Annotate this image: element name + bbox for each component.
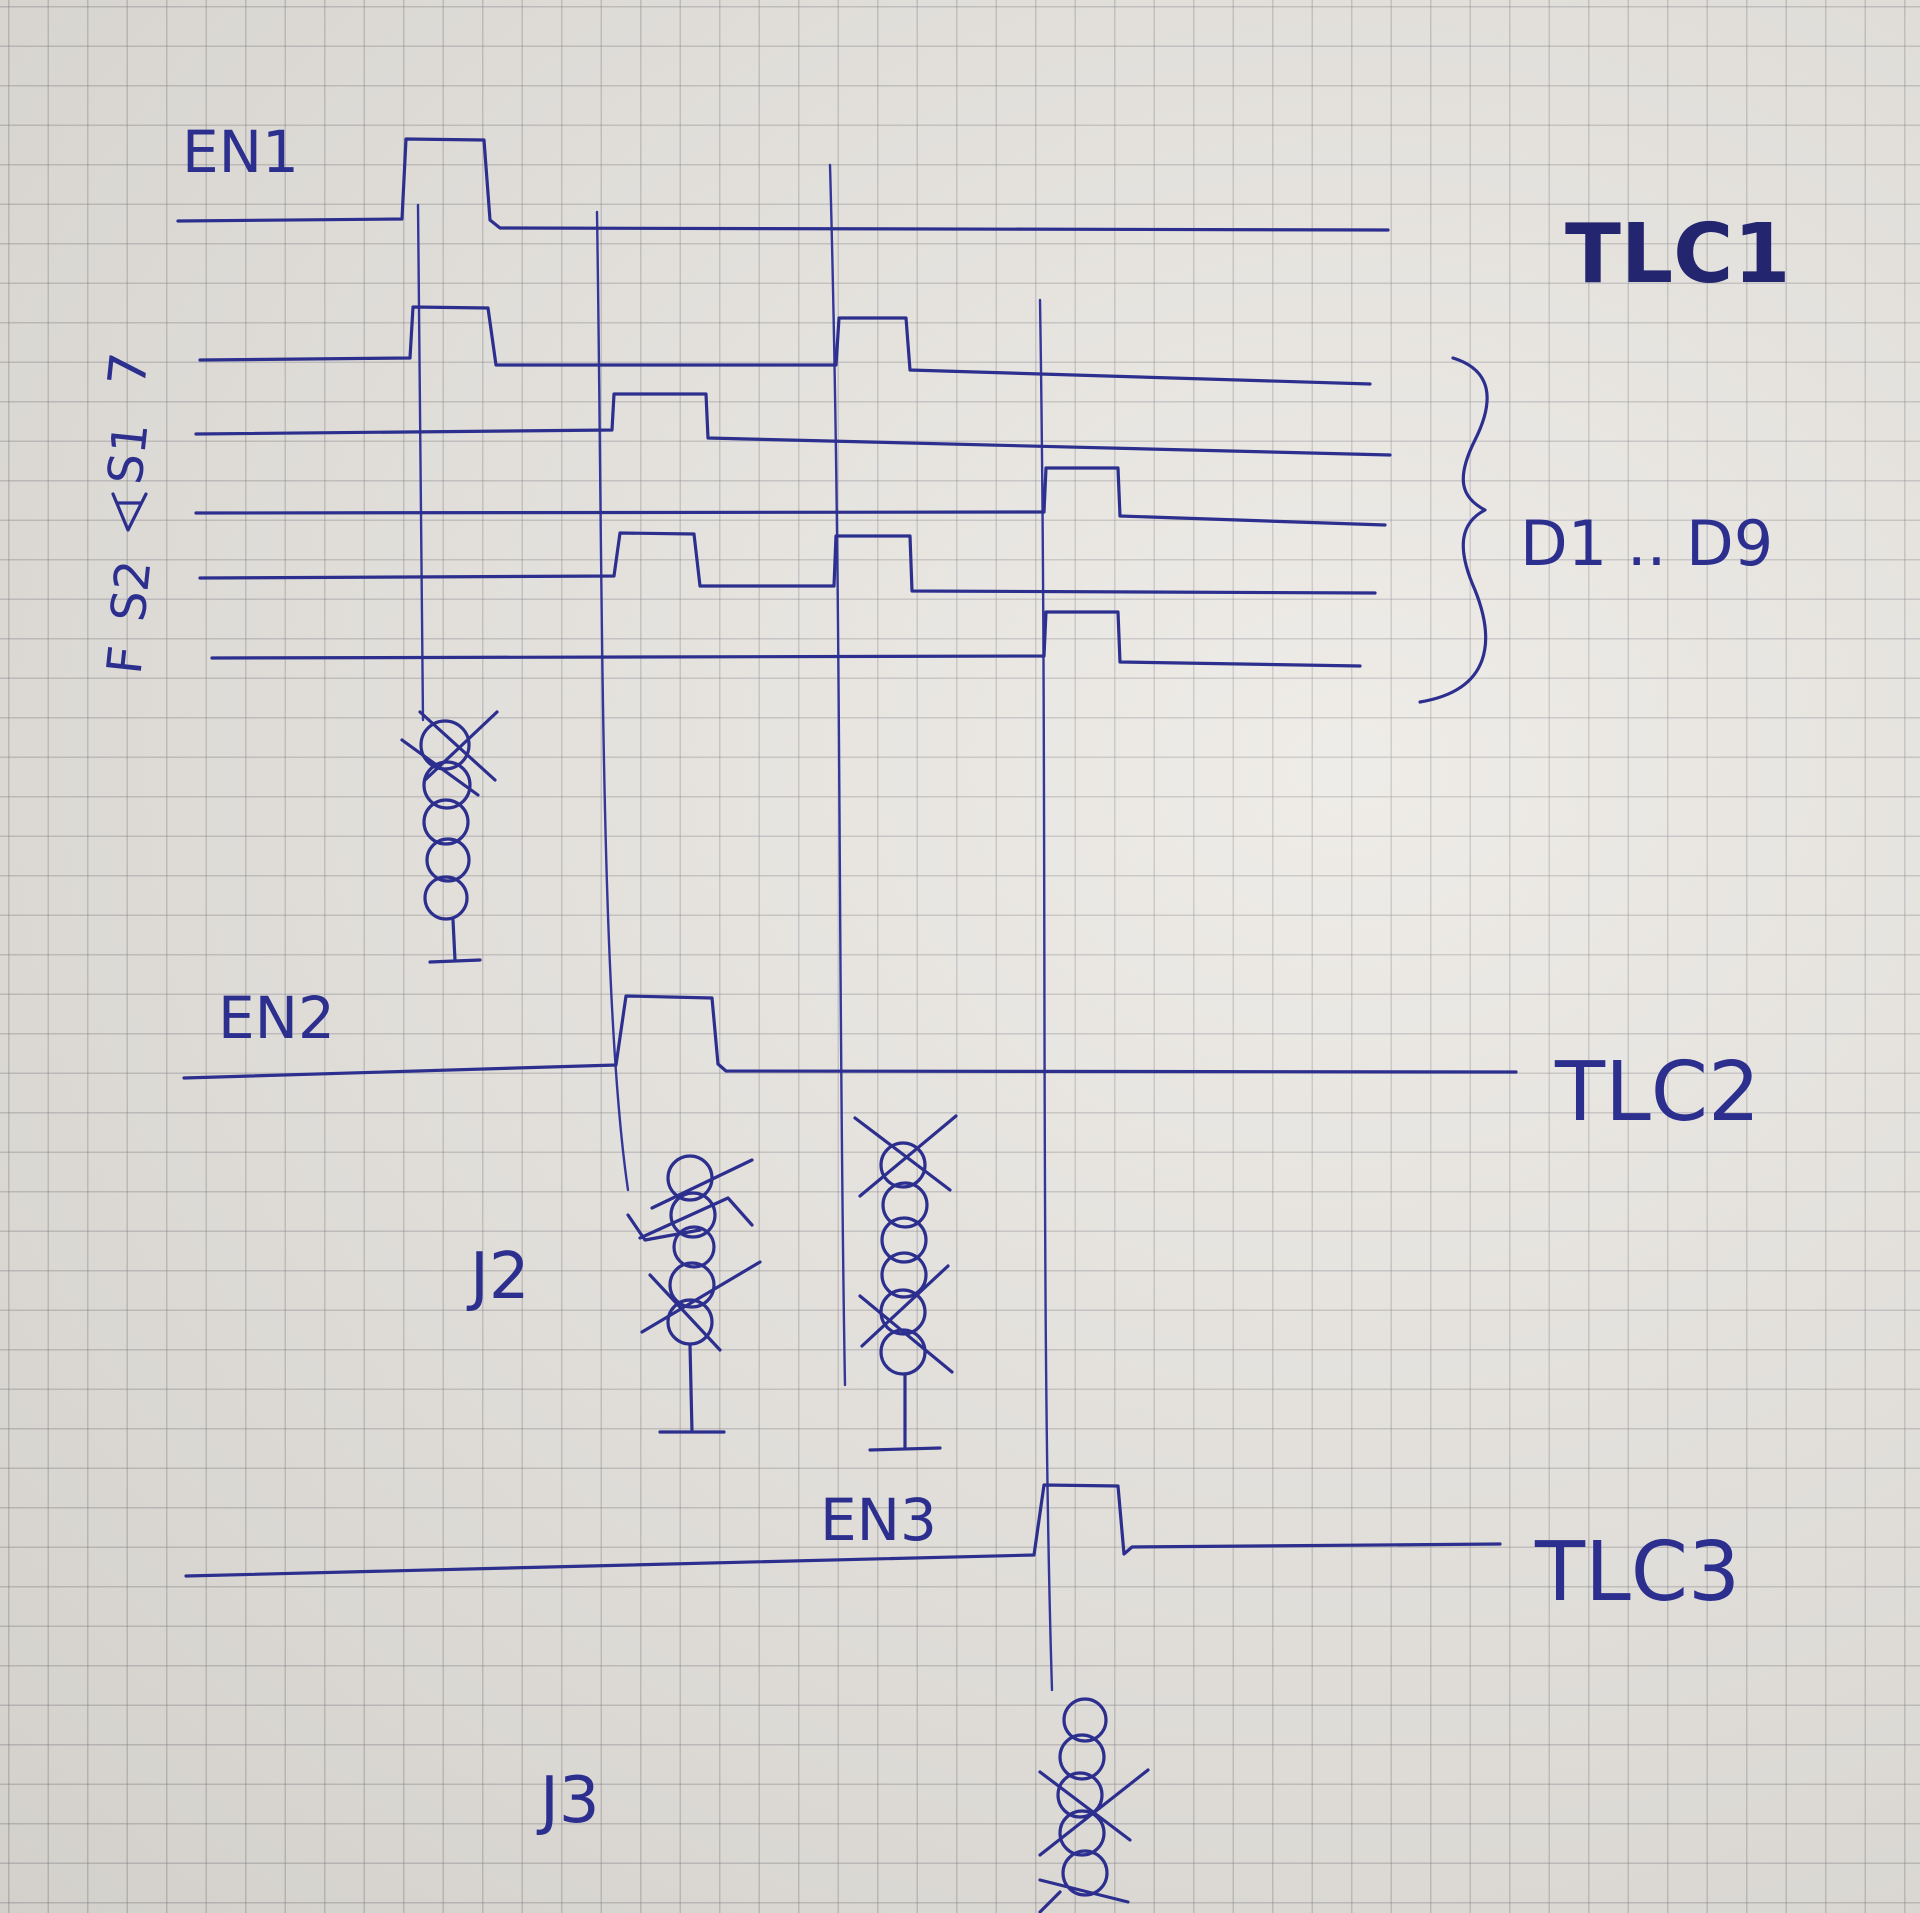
side-labels: 7 S1 S2 F (97, 350, 163, 677)
j2-label: J2 (466, 1240, 530, 1314)
tlc1-label: TLC1 (1565, 207, 1790, 302)
stack-j2 (626, 1154, 762, 1434)
en1-label: EN1 (182, 118, 299, 186)
en3-signal-line (184, 1483, 1502, 1578)
vertical-line-1 (416, 203, 425, 722)
stack-center (853, 1114, 958, 1452)
bus-brace (1418, 356, 1489, 704)
bus-line-2 (194, 392, 1392, 457)
vertical-markers (416, 163, 1054, 1692)
bus-line-4 (198, 531, 1377, 595)
down-arrow-icon (111, 492, 148, 532)
en2-label: EN2 (218, 984, 335, 1052)
bus-line-3 (194, 466, 1387, 527)
en3-label: EN3 (820, 1486, 937, 1554)
vertical-line-4 (1038, 298, 1054, 1692)
tlc3-label: TLC3 (1534, 1525, 1740, 1620)
vertical-line-2 (595, 210, 630, 1192)
bus-line-1 (198, 305, 1372, 386)
side-label-s2: S2 (100, 558, 162, 625)
en2-signal-line (182, 994, 1518, 1080)
en1-signal-line (176, 137, 1390, 232)
vertical-line-3 (828, 163, 847, 1387)
side-label-s1: S1 (97, 420, 159, 487)
side-label-f: F (97, 643, 156, 676)
side-label-7: 7 (97, 350, 160, 389)
bus-line-5 (210, 610, 1362, 668)
stack-j3 (1038, 1697, 1150, 1913)
j3-label: J3 (536, 1764, 600, 1838)
bus-label: D1 .. D9 (1520, 507, 1773, 580)
tlc2-label: TLC2 (1554, 1045, 1760, 1140)
stack-1 (400, 710, 499, 964)
